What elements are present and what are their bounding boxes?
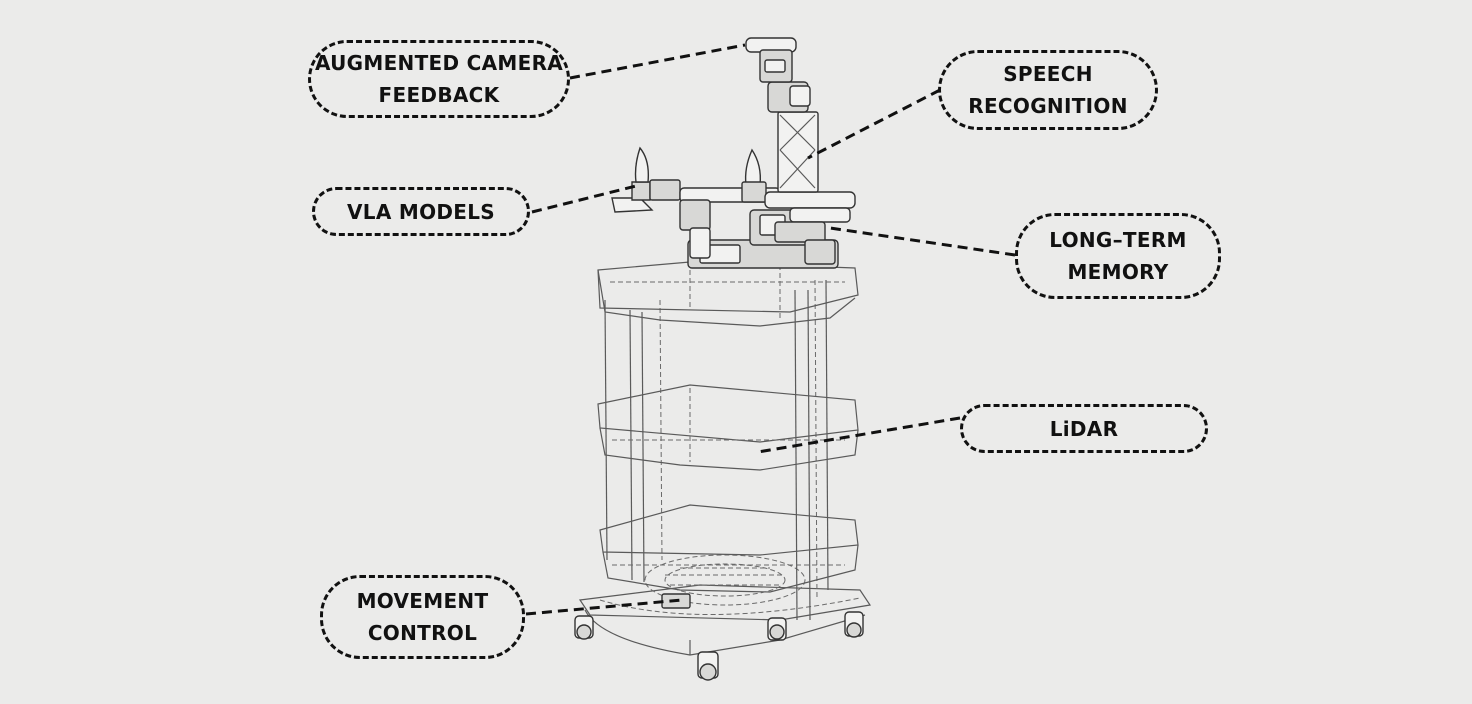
wheel-front-left [574,615,594,640]
callout-augmented-camera-feedback: AUGMENTED CAMERA FEEDBACK [308,40,570,118]
callout-label: AUGMENTED CAMERA FEEDBACK [314,51,564,107]
leader-speech-recognition [807,88,941,160]
callout-movement-control: MOVEMENT CONTROL [320,575,525,659]
callout-long-term-memory: LONG–TERM MEMORY [1015,213,1221,299]
leader-lines [525,43,1016,616]
robot-head-camera [745,37,797,83]
callout-label: SPEECH RECOGNITION [968,62,1128,118]
basket-top [597,261,859,327]
callout-label: VLA MODELS [347,199,495,224]
callout-label: LONG–TERM MEMORY [1049,228,1187,284]
wheel-front-center [697,651,719,681]
callout-lidar: LiDAR [960,404,1208,453]
basket-bottom [599,504,859,593]
leader-lidar [757,416,961,454]
robot-arm-right [741,148,856,265]
callout-label: LiDAR [1049,416,1119,441]
wheel-right [844,611,864,638]
wheel-rear-center [767,617,787,641]
cart-posts [604,279,829,621]
callout-vla-models: VLA MODELS [312,187,530,236]
robot-cart-illustration [574,37,872,681]
leader-movement-control [525,598,683,616]
cart-base [574,554,872,681]
robot-mast [767,81,819,193]
leader-vla-models [531,183,641,214]
leader-long-term-memory [829,226,1016,257]
leader-augmented-camera-feedback [569,43,746,80]
basket-middle [597,384,859,471]
callout-label: MOVEMENT CONTROL [356,589,489,645]
callout-speech-recognition: SPEECH RECOGNITION [938,50,1158,130]
